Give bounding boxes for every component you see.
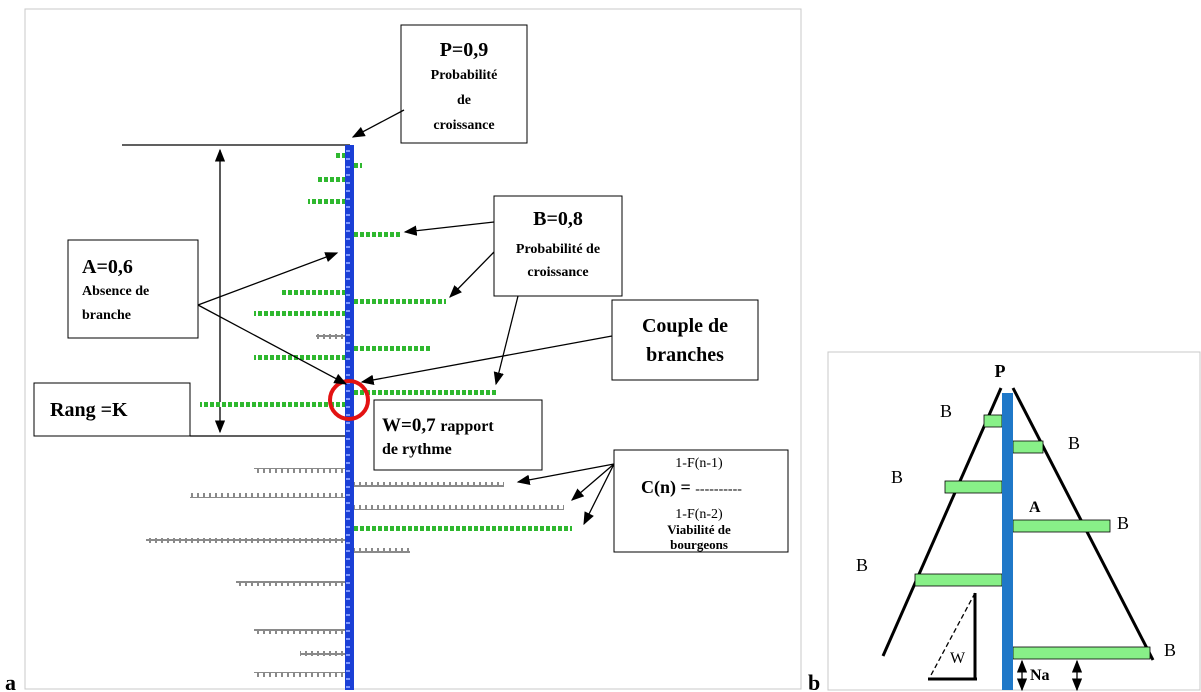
- a-box-line2: branche: [82, 308, 131, 323]
- branch-green: [354, 390, 498, 395]
- branch-green: [254, 311, 346, 316]
- branch-green: [354, 232, 400, 237]
- b-label: B: [1117, 513, 1129, 533]
- branch-green: [350, 163, 362, 168]
- branch-bar: [914, 573, 1003, 587]
- crown-left-edge: [881, 387, 1003, 657]
- branch-green: [200, 402, 346, 407]
- branch-bar: [944, 480, 1003, 494]
- a-box: [67, 239, 199, 339]
- c-box: [613, 449, 789, 553]
- couple-box-line2: branches: [646, 344, 724, 366]
- c-box-line2: bourgeons: [670, 537, 728, 552]
- branch-grey: [316, 334, 346, 339]
- na-label: Na: [1030, 667, 1050, 684]
- b-arrow-2: [449, 251, 495, 298]
- apex-label: P: [995, 361, 1006, 381]
- branch-green: [354, 346, 432, 351]
- branch-bar: [983, 414, 1003, 428]
- rang-box: [33, 382, 191, 437]
- branch-grey: [146, 538, 346, 543]
- panel-a-label: a: [5, 670, 16, 692]
- branch-green: [354, 526, 572, 531]
- branch-grey: [354, 505, 564, 510]
- panel-b: P B B B B B B A W Na: [827, 351, 1201, 692]
- couple-box: [611, 299, 759, 381]
- panel-b-label: b: [808, 670, 820, 692]
- b-label: B: [1068, 433, 1080, 453]
- c-arrow-2: [571, 463, 615, 501]
- branch-green: [254, 355, 346, 360]
- b-box-title: B=0,8: [533, 208, 583, 230]
- stem: [1002, 393, 1013, 690]
- b-box-line2: croissance: [527, 265, 588, 280]
- b-label: B: [891, 467, 903, 487]
- b-arrow-3: [493, 295, 519, 386]
- w-box-line2: de rythme: [382, 441, 452, 458]
- c-arrow-1: [516, 463, 615, 485]
- c-box-denominator: 1-F(n-2): [675, 507, 723, 522]
- branch-green: [334, 153, 346, 158]
- b-arrow-1: [403, 221, 495, 236]
- a-arrow-2: [197, 304, 348, 385]
- branch-bar: [1012, 646, 1151, 660]
- a-arrow-1: [197, 252, 339, 306]
- a-box-title: A=0,6: [82, 256, 133, 278]
- c-box-line1: Viabilité de: [667, 522, 731, 537]
- b-label: B: [940, 401, 952, 421]
- branch-grey: [354, 482, 504, 487]
- rank-circle: [328, 379, 370, 421]
- w-box-title: W=0,7 rapport: [382, 415, 494, 436]
- a-box-line1: Absence de: [82, 284, 149, 299]
- p-box-title: P=0,9: [440, 39, 489, 61]
- a-label: A: [1029, 499, 1041, 516]
- c-arrow-3: [583, 463, 615, 526]
- b-box: [493, 195, 623, 297]
- c-box-equation: C(n) = ----------: [641, 477, 742, 498]
- branch-green: [354, 299, 446, 304]
- p-box: [400, 24, 528, 144]
- couple-box-line1: Couple de: [642, 315, 728, 337]
- branch-grey: [254, 672, 346, 677]
- p-box-line2: de: [457, 93, 471, 108]
- w-box: [373, 399, 543, 471]
- couple-arrow: [360, 335, 613, 385]
- b-label: B: [1164, 640, 1176, 660]
- rang-box-text: Rang =K: [50, 399, 128, 421]
- grey-branches: [146, 334, 564, 677]
- branch-bar: [1012, 440, 1044, 454]
- branch-grey: [254, 629, 346, 634]
- branch-grey: [190, 493, 346, 498]
- branch-green: [316, 177, 346, 182]
- b-label: B: [856, 555, 868, 575]
- p-arrow: [351, 109, 405, 138]
- branch-grey: [254, 468, 346, 473]
- w-label: W: [950, 650, 966, 667]
- b-box-line1: Probabilité de: [516, 242, 600, 257]
- branch-grey: [236, 581, 346, 586]
- panel-a: P=0,9 Probabilité de croissance B=0,8 Pr…: [24, 8, 802, 690]
- p-box-line1: Probabilité: [431, 68, 498, 83]
- green-branches: [200, 153, 572, 531]
- branch-bar: [1012, 519, 1111, 533]
- branch-grey: [300, 651, 346, 656]
- c-box-numerator: 1-F(n-1): [675, 456, 723, 471]
- branch-grey: [354, 548, 410, 553]
- branch-green: [308, 199, 346, 204]
- p-box-line3: croissance: [433, 118, 494, 133]
- branch-green: [282, 290, 346, 295]
